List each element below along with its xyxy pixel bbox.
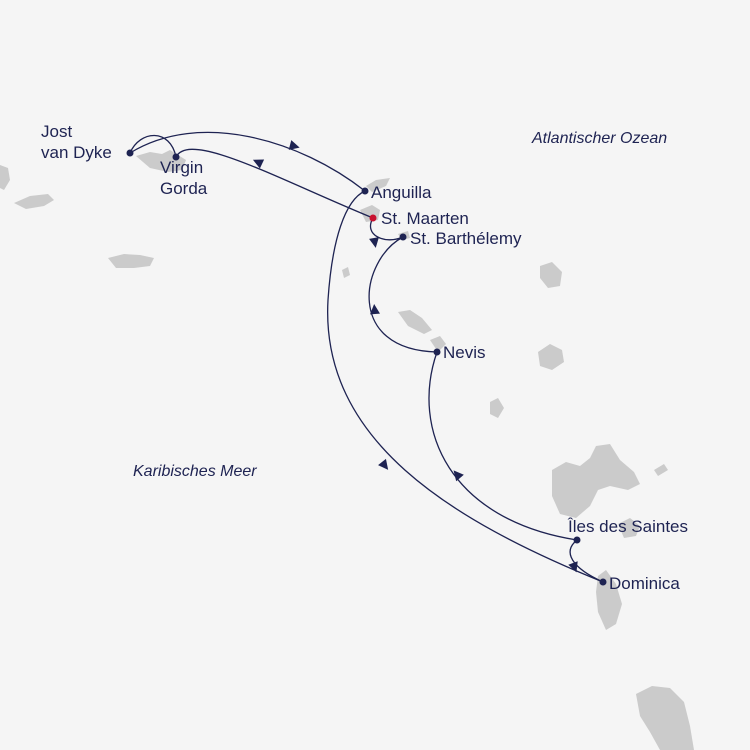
route-anguilla-to-jost-van-dyke (129, 131, 366, 192)
sea-label-atlantic: Atlantischer Ozean (531, 130, 667, 147)
route-jost-to-virgin-gorda (129, 134, 177, 158)
sea-label-caribbean: Karibisches Meer (133, 463, 257, 480)
arrow-icon (369, 237, 379, 248)
route-st-maarten-to-st-barth (370, 217, 404, 241)
port-marker-jost-van-dyke[interactable] (126, 149, 134, 157)
port-label-jost-line2: van Dyke (41, 143, 112, 162)
port-marker-virgin-gorda[interactable] (172, 153, 180, 161)
port-label-jost-line1: Jost (41, 122, 72, 141)
port-label-st-barthelemy: St. Barthélemy (410, 229, 522, 248)
island-virgin-islands-small (14, 194, 54, 209)
arrow-icon (288, 140, 300, 150)
island-antigua (538, 344, 564, 370)
port-label-dominica: Dominica (609, 574, 680, 593)
port-marker-st-maarten[interactable] (369, 214, 377, 222)
arrow-icon (252, 159, 265, 169)
island-nevis (430, 336, 446, 352)
port-label-st-maarten: St. Maarten (381, 209, 469, 228)
port-marker-nevis[interactable] (433, 348, 441, 356)
island-barbuda (540, 262, 562, 288)
island-left-edge (0, 165, 10, 190)
route-dominica-to-anguilla (327, 190, 604, 583)
route-arrows (252, 140, 578, 573)
cruise-routes (129, 131, 604, 583)
port-label-virgin-line1: Virgin (160, 158, 203, 177)
island-st-kitts (398, 310, 432, 334)
port-label-nevis: Nevis (443, 343, 486, 362)
island-puerto-rico-east (108, 254, 154, 268)
route-virgin-gorda-to-st-maarten (175, 148, 374, 219)
port-marker-st-barthelemy[interactable] (399, 233, 407, 241)
port-markers (126, 149, 607, 586)
port-label-anguilla: Anguilla (371, 183, 432, 202)
island-guadeloupe (552, 444, 640, 518)
arrow-icon (370, 304, 380, 315)
port-label-virgin-line2: Gorda (160, 179, 208, 198)
island-montserrat (490, 398, 504, 418)
route-st-barth-to-nevis (368, 236, 438, 353)
island-anguilla (366, 178, 390, 192)
port-marker-anguilla[interactable] (361, 187, 369, 195)
port-marker-dominica[interactable] (599, 578, 607, 586)
route-saintes-to-dominica (569, 539, 604, 583)
island-desirade (654, 464, 668, 476)
arrow-icon (568, 561, 578, 573)
island-martinique (636, 686, 694, 750)
islands (0, 150, 694, 750)
route-nevis-to-saintes (428, 351, 578, 541)
island-marie-galante (618, 518, 640, 538)
island-saba (342, 267, 350, 278)
arrow-icon (453, 470, 464, 482)
port-label-iles-des-saintes: Îles des Saintes (567, 517, 688, 536)
arrow-icon (378, 458, 389, 470)
port-marker-iles-des-saintes[interactable] (573, 536, 581, 544)
